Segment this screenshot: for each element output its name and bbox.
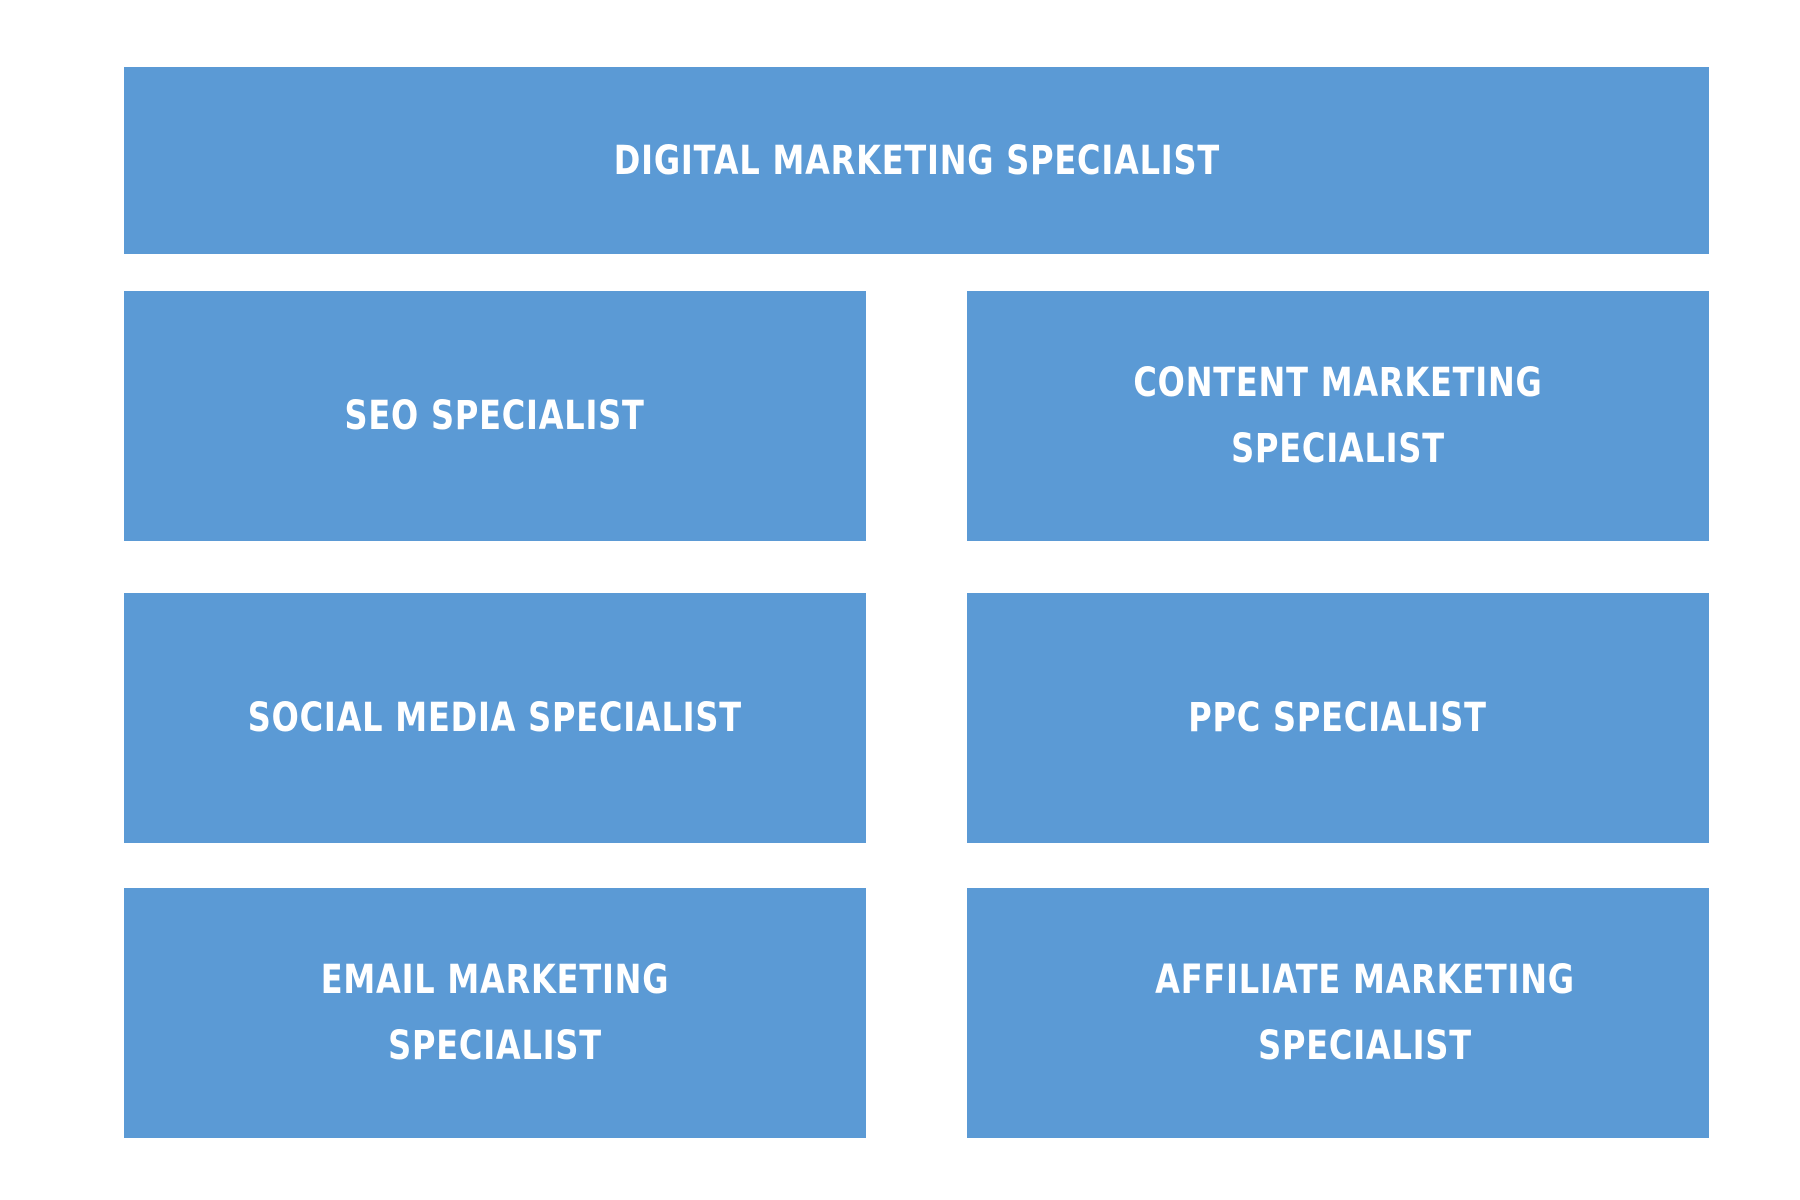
email-marketing-specialist-box: EMAIL MARKETING SPECIALIST	[124, 888, 866, 1138]
affiliate-marketing-specialist-box: AFFILIATE MARKETING SPECIALIST	[967, 888, 1709, 1138]
email-marketing-specialist-label: EMAIL MARKETING SPECIALIST	[320, 957, 670, 1069]
content-marketing-specialist-box: CONTENT MARKETING SPECIALIST	[967, 291, 1709, 541]
content-marketing-specialist-label: CONTENT MARKETING SPECIALIST	[1133, 360, 1543, 472]
social-media-specialist-label: SOCIAL MEDIA SPECIALIST	[247, 695, 743, 741]
digital-marketing-specialist-box: DIGITAL MARKETING SPECIALIST	[124, 67, 1709, 254]
digital-marketing-specialist-label: DIGITAL MARKETING SPECIALIST	[613, 137, 1220, 184]
ppc-specialist-box: PPC SPECIALIST	[967, 593, 1709, 843]
social-media-specialist-box: SOCIAL MEDIA SPECIALIST	[124, 593, 866, 843]
seo-specialist-box: SEO SPECIALIST	[124, 291, 866, 541]
ppc-specialist-label: PPC SPECIALIST	[1188, 695, 1488, 741]
affiliate-marketing-specialist-label: AFFILIATE MARKETING SPECIALIST	[1155, 957, 1575, 1069]
seo-specialist-label: SEO SPECIALIST	[344, 393, 646, 439]
